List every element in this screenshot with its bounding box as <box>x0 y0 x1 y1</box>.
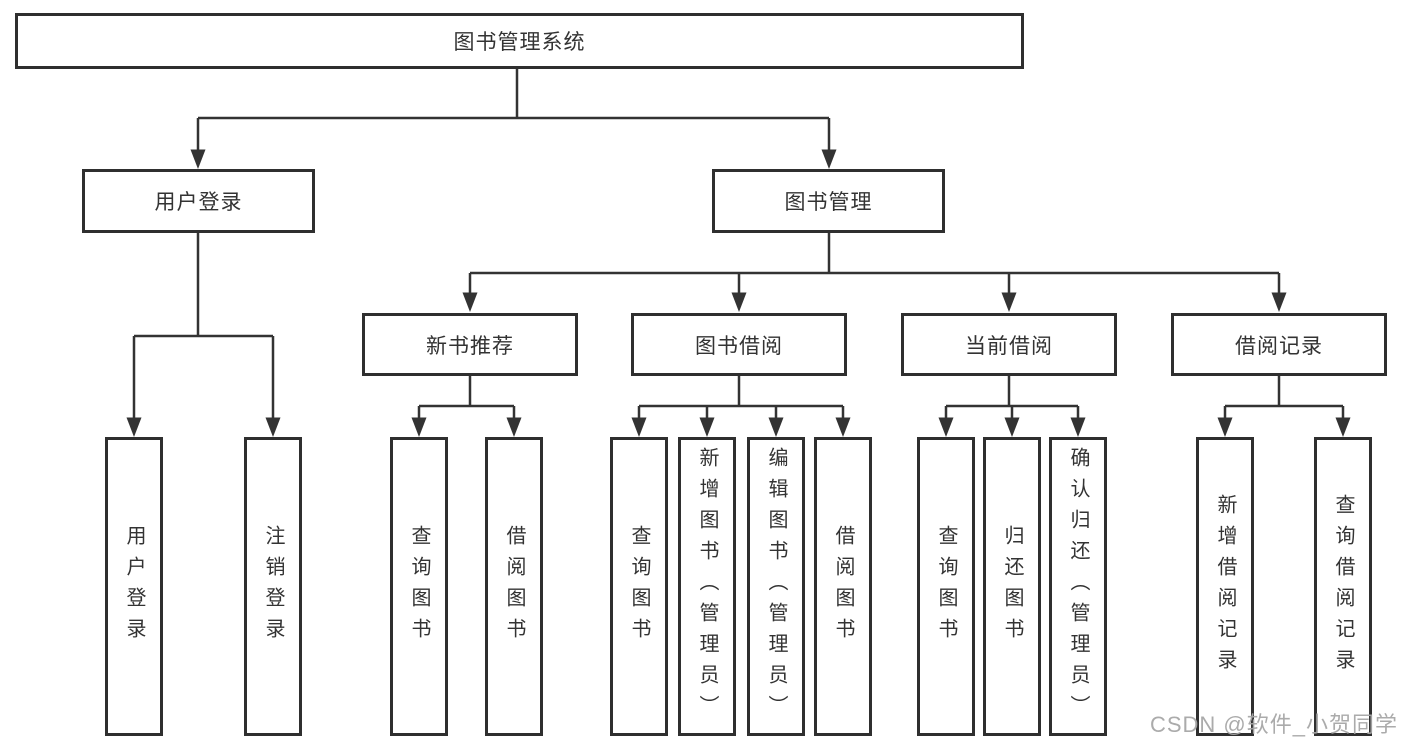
arrowhead <box>938 417 954 437</box>
node-label: 查询图书 <box>935 524 957 649</box>
arrowhead <box>462 292 478 312</box>
node-library-management-system: 图书管理系统 <box>15 13 1024 69</box>
node-current-borrow: 当前借阅 <box>901 313 1117 376</box>
connector-current-borrow-to-leaves <box>944 376 1080 421</box>
connector-borrow-records-to-leaves <box>1223 376 1345 421</box>
arrowheads <box>126 149 1351 437</box>
node-label: 注销登录 <box>262 524 284 649</box>
connector-user-login-to-leaves <box>132 233 275 421</box>
leaf-recommend-borrow-books: 借阅图书 <box>485 437 543 736</box>
leaf-current-query-books: 查询图书 <box>917 437 975 736</box>
node-borrow-records: 借阅记录 <box>1171 313 1387 376</box>
arrowhead <box>265 417 281 437</box>
arrowhead <box>1001 292 1017 312</box>
node-label: 编辑图书（管理员） <box>765 447 787 726</box>
arrowhead <box>1070 417 1086 437</box>
csdn-watermark: CSDN @软件_小贺同学 <box>1149 712 1398 737</box>
node-label: 归还图书 <box>1001 524 1023 649</box>
node-label: 借阅记录 <box>1235 334 1323 358</box>
leaf-current-confirm-return-admin: 确认归还（管理员） <box>1049 437 1107 736</box>
leaf-records-add-borrow-record: 新增借阅记录 <box>1196 437 1254 736</box>
arrowhead <box>1004 417 1020 437</box>
connector-book-borrow-to-leaves <box>637 376 845 421</box>
leaf-user-login-action: 用户登录 <box>105 437 163 736</box>
arrowhead <box>768 417 784 437</box>
arrowhead <box>126 417 142 437</box>
arrowhead <box>731 292 747 312</box>
arrowhead <box>506 417 522 437</box>
node-label: 图书借阅 <box>695 334 783 358</box>
node-label: 新书推荐 <box>426 334 514 358</box>
connector-root-to-level2 <box>196 69 831 152</box>
node-user-login: 用户登录 <box>82 169 315 233</box>
node-label: 查询借阅记录 <box>1332 493 1354 680</box>
arrowhead <box>699 417 715 437</box>
arrowhead <box>631 417 647 437</box>
node-label: 查询图书 <box>408 524 430 649</box>
node-book-management: 图书管理 <box>712 169 945 233</box>
leaf-records-query-borrow-record: 查询借阅记录 <box>1314 437 1372 736</box>
node-label: 用户登录 <box>123 524 145 649</box>
node-new-book-recommend: 新书推荐 <box>362 313 578 376</box>
node-label: 图书管理系统 <box>453 31 586 54</box>
leaf-logout: 注销登录 <box>244 437 302 736</box>
leaf-current-return-books: 归还图书 <box>983 437 1041 736</box>
arrowhead <box>835 417 851 437</box>
arrowhead <box>821 149 837 169</box>
node-label: 当前借阅 <box>965 334 1053 358</box>
arrowhead <box>411 417 427 437</box>
leaf-borrow-query-books: 查询图书 <box>610 437 668 736</box>
leaf-recommend-query-books: 查询图书 <box>390 437 448 736</box>
node-label: 借阅图书 <box>503 524 525 649</box>
node-label: 新增图书（管理员） <box>696 447 718 726</box>
node-label: 用户登录 <box>154 191 243 214</box>
node-book-borrow: 图书借阅 <box>631 313 847 376</box>
arrowhead <box>1217 417 1233 437</box>
connector-book-management-to-level3 <box>468 233 1281 296</box>
connector-new-book-recommend-to-leaves <box>417 376 516 421</box>
leaf-borrow-edit-books-admin: 编辑图书（管理员） <box>747 437 805 736</box>
leaf-borrow-add-books-admin: 新增图书（管理员） <box>678 437 736 736</box>
node-label: 图书管理 <box>784 191 873 214</box>
arrowhead <box>1335 417 1351 437</box>
arrowhead <box>190 149 206 169</box>
leaf-borrow-borrow-books: 借阅图书 <box>814 437 872 736</box>
node-label: 新增借阅记录 <box>1214 493 1236 680</box>
node-label: 确认归还（管理员） <box>1067 447 1089 726</box>
node-label: 借阅图书 <box>832 524 854 649</box>
arrowhead <box>1271 292 1287 312</box>
node-label: 查询图书 <box>628 524 650 649</box>
